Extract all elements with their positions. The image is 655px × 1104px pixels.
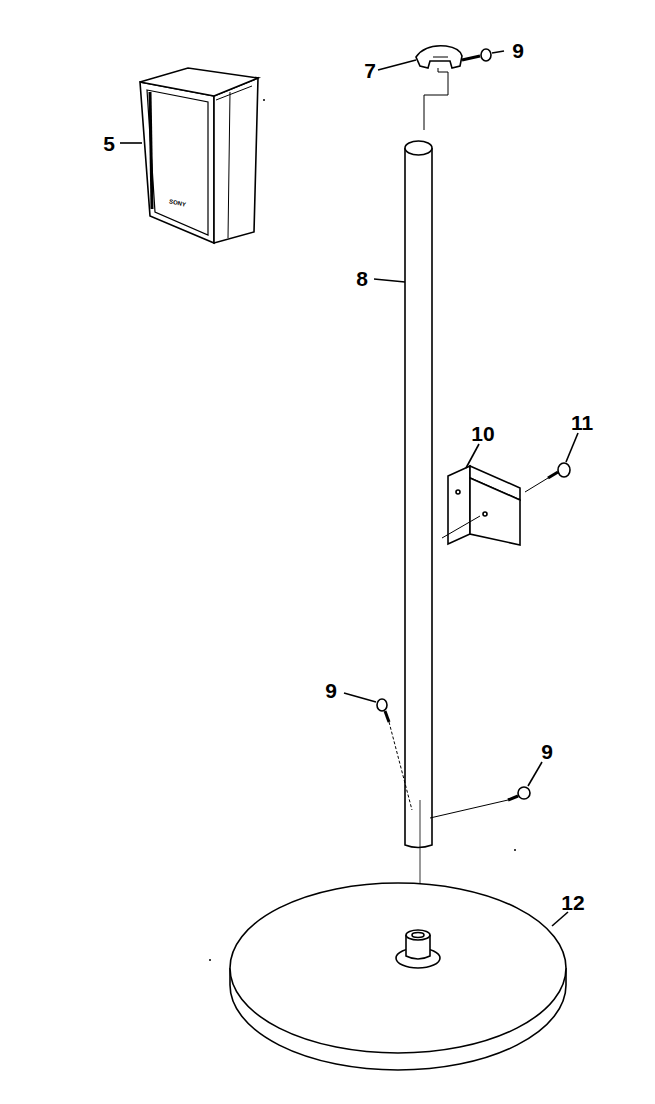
bracket <box>442 466 548 545</box>
screw <box>462 49 491 61</box>
callout-number: 10 <box>471 423 494 444</box>
callout-number: 9 <box>512 40 524 61</box>
callout-number: 9 <box>325 680 337 701</box>
callout-number: 8 <box>356 268 368 289</box>
speaker <box>140 68 258 243</box>
leader-line <box>466 444 479 468</box>
screw <box>377 699 412 810</box>
leader-line <box>528 762 542 786</box>
leader-line <box>120 142 142 144</box>
base-plate <box>230 883 566 1070</box>
pole-cap <box>416 46 462 68</box>
callout-number: 5 <box>103 133 115 154</box>
callout-number: 12 <box>561 892 584 913</box>
callout-number: 9 <box>541 741 553 762</box>
leader-line <box>344 693 376 702</box>
leader-line <box>552 912 568 926</box>
callout-number: 7 <box>364 60 376 81</box>
leader-line <box>378 60 416 70</box>
specks <box>209 99 516 961</box>
leader-line <box>566 433 578 462</box>
pole <box>405 141 432 960</box>
leader-line <box>374 279 405 282</box>
leader-line <box>492 51 504 53</box>
callout-number: 11 <box>571 412 593 433</box>
screw <box>548 463 570 478</box>
screw <box>430 787 530 818</box>
